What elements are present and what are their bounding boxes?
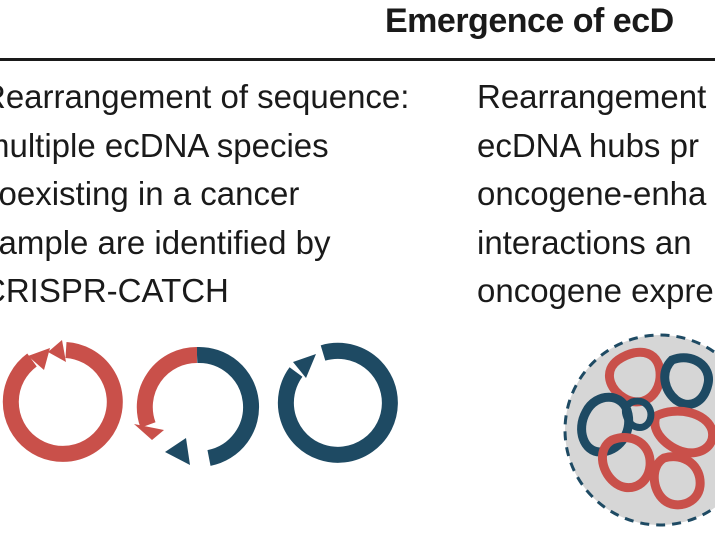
- section-title: Emergence of ecD: [385, 2, 674, 40]
- left-column-caption: Rearrangement of sequence: multiple ecDN…: [0, 73, 409, 316]
- circular-ecdna-red-icon: [2, 340, 123, 462]
- circular-ecdna-blue-icon: [277, 342, 398, 463]
- ecdna-hub-icon: [563, 333, 715, 527]
- caption-line: Rearrangement of sequence:: [0, 78, 410, 115]
- caption-line: sample are identified by: [0, 223, 331, 261]
- caption-line: oncogene-enha: [477, 175, 707, 212]
- caption-line: Rearrangement: [477, 78, 707, 115]
- caption-line: coexisting in a cancer: [0, 175, 300, 212]
- caption-line: oncogene expre: [477, 272, 714, 309]
- caption-line: multiple ecDNA species: [0, 126, 329, 164]
- title-divider: [0, 58, 715, 61]
- circular-ecdna-mixed-icon: [134, 346, 260, 466]
- right-column-caption: Rearrangement ecDNA hubs pr oncogene-enh…: [477, 73, 714, 316]
- caption-line: ecDNA hubs pr: [477, 126, 699, 164]
- caption-line: CRISPR-CATCH: [0, 272, 229, 309]
- caption-line: interactions an: [477, 223, 692, 261]
